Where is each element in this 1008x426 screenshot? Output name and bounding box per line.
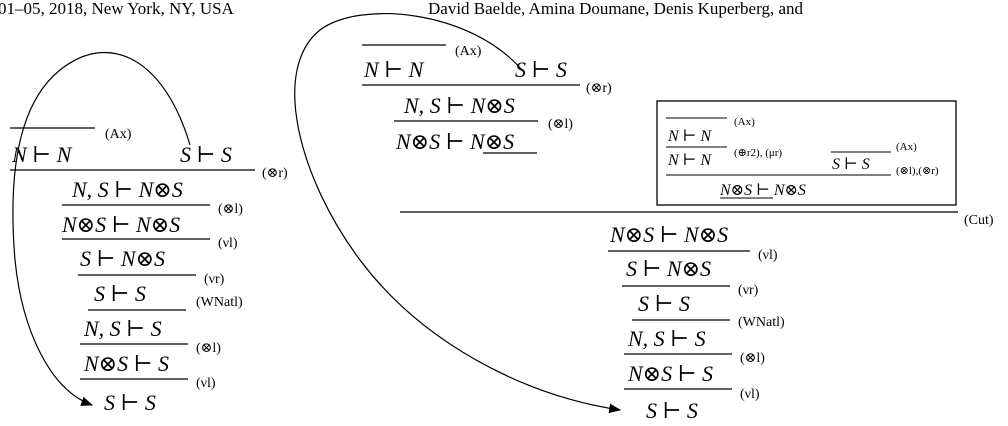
sequent: N, S ⊢ S bbox=[627, 326, 706, 351]
rule-label: (⊗r) bbox=[262, 166, 288, 181]
rule-label: (Ax) bbox=[734, 116, 755, 128]
rule-label: (Ax) bbox=[105, 127, 132, 142]
rule-label: (⊕r2), (μr) bbox=[734, 147, 782, 159]
proof-cut: (Cut) N⊗S ⊢ N⊗S (νl) S ⊢ N⊗S (νr) S ⊢ S … bbox=[400, 211, 994, 423]
sequent: N⊗S ⊢ S bbox=[627, 361, 713, 386]
rule-label: (⊗l) bbox=[548, 117, 573, 132]
proof-left: N ⊢ N (Ax) S ⊢ S (⊗r) N, S ⊢ N⊗S (⊗l) N⊗… bbox=[10, 127, 288, 415]
sequent: N⊗S ⊢ N⊗S bbox=[395, 129, 514, 154]
backedge-arrow-left bbox=[12, 52, 191, 406]
rule-label: (Cut) bbox=[964, 213, 994, 228]
boxed-proof-frame bbox=[656, 100, 957, 206]
sequent: S ⊢ S bbox=[646, 398, 698, 423]
rule-label: (νr) bbox=[204, 272, 225, 287]
backedge-arrow-middle bbox=[294, 13, 622, 414]
rule-label: (Ax) bbox=[455, 44, 482, 59]
axiom-sequent: S ⊢ S bbox=[180, 142, 232, 167]
proof-middle: N ⊢ N (Ax) S ⊢ S (⊗r) N, S ⊢ N⊗S (⊗l) N⊗… bbox=[362, 44, 612, 154]
sequent: S ⊢ N⊗S bbox=[626, 256, 711, 281]
rule-label: (⊗r) bbox=[586, 81, 612, 96]
axiom-sequent: S ⊢ S bbox=[515, 57, 567, 82]
sequent: N⊗S ⊢ S bbox=[83, 351, 169, 376]
axiom-sequent: N ⊢ N bbox=[667, 128, 712, 145]
sequent: N⊗S ⊢ N⊗S bbox=[719, 182, 806, 199]
rule-label: (⊗l) bbox=[740, 351, 765, 366]
sequent: S ⊢ S bbox=[104, 390, 156, 415]
axiom-sequent: N ⊢ N bbox=[11, 142, 73, 167]
sequent: S ⊢ S bbox=[638, 291, 690, 316]
header-authors: David Baelde, Amina Doumane, Denis Kuper… bbox=[428, 0, 804, 18]
rule-label: (Ax) bbox=[896, 141, 917, 153]
sequent: N ⊢ N bbox=[667, 152, 712, 169]
rule-label: (νl) bbox=[218, 236, 238, 251]
sequent: S ⊢ S bbox=[94, 281, 146, 306]
sequent: N, S ⊢ N⊗S bbox=[71, 177, 183, 202]
axiom-sequent: N ⊢ N bbox=[363, 57, 425, 82]
proof-boxed: N ⊢ N (Ax) (⊕r2), (μr) N ⊢ N (Ax) S ⊢ S … bbox=[666, 116, 939, 199]
rule-label: (νl) bbox=[740, 387, 760, 402]
rule-label: (⊗l) bbox=[218, 202, 243, 217]
sequent: N⊗S ⊢ N⊗S bbox=[61, 212, 180, 237]
sequent: S ⊢ N⊗S bbox=[80, 246, 165, 271]
rule-label: (νr) bbox=[738, 283, 759, 298]
rule-label: (⊗l),(⊗r) bbox=[896, 165, 939, 177]
rule-label: (WNatl) bbox=[738, 315, 785, 330]
header-venue: 01–05, 2018, New York, NY, USA bbox=[0, 0, 235, 18]
rule-label: (νl) bbox=[196, 376, 216, 391]
sequent: N⊗S ⊢ N⊗S bbox=[609, 222, 728, 247]
rule-label: (νl) bbox=[758, 248, 778, 263]
rule-label: (⊗l) bbox=[196, 341, 221, 356]
sequent: N, S ⊢ S bbox=[83, 316, 162, 341]
sequent: N, S ⊢ N⊗S bbox=[403, 93, 515, 118]
axiom-sequent: S ⊢ S bbox=[832, 156, 870, 173]
rule-label: (WNatl) bbox=[196, 295, 243, 310]
